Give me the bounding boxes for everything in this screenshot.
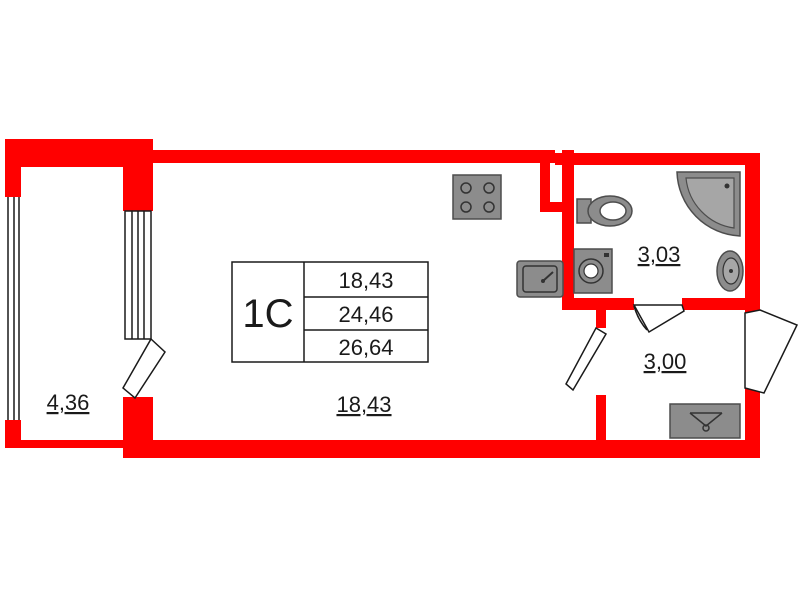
balcony-glazing <box>7 197 20 420</box>
hallway-cabinet-icon <box>669 403 741 439</box>
apartment-type-label: 1С <box>242 292 293 336</box>
balcony-door <box>122 337 166 400</box>
walls <box>5 139 760 458</box>
bathroom-area-label: 3,03 <box>638 242 681 267</box>
hallway-area-label: 3,00 <box>644 349 687 374</box>
entrance-door <box>744 309 799 394</box>
hallway-door <box>565 326 608 392</box>
area-info-box: 1С 18,43 24,46 26,64 <box>231 261 429 363</box>
main-room-area-label: 18,43 <box>336 392 391 417</box>
shower-icon <box>676 171 741 237</box>
washing-machine-icon <box>573 248 613 294</box>
stove-icon <box>452 174 502 220</box>
bathroom-sink-icon <box>716 250 744 292</box>
balcony-area-label: 4,36 <box>47 390 90 415</box>
total-area-value: 24,46 <box>338 302 393 327</box>
living-area-value: 18,43 <box>338 268 393 293</box>
window <box>124 210 152 340</box>
toilet-icon <box>576 195 633 227</box>
kitchen-sink-icon <box>516 260 564 298</box>
total-area-with-balcony-value: 26,64 <box>338 335 393 360</box>
bathroom-door <box>632 304 685 334</box>
